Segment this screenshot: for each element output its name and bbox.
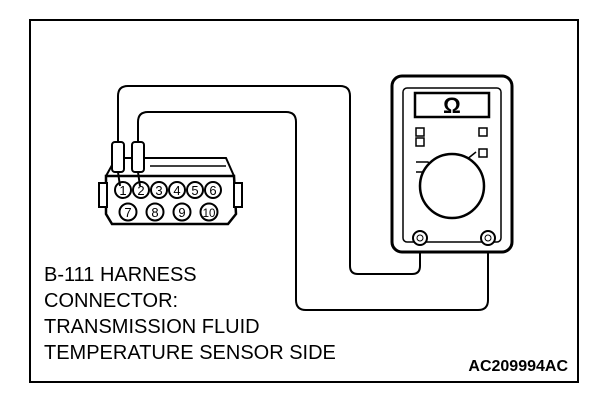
pin-cavity-5 — [186, 181, 204, 199]
diagram-frame — [29, 19, 579, 383]
ohm-symbol: Ω — [443, 93, 461, 118]
figure-id: AC209994AC — [468, 358, 568, 375]
pin-cavity-7 — [118, 202, 138, 222]
probe-tip-2 — [137, 171, 141, 187]
pin-label-10: 10 — [203, 208, 216, 220]
pin-label-9: 9 — [178, 205, 185, 220]
pin-label-4: 4 — [173, 183, 180, 198]
pin-cavity-2 — [132, 181, 150, 199]
pin-cavity-10 — [199, 202, 219, 222]
probe-handle-2 — [131, 141, 145, 173]
probe-tip-1 — [117, 171, 121, 187]
caption-line-4: TEMPERATURE SENSOR SIDE — [44, 342, 336, 364]
indicator-left-top — [415, 127, 425, 137]
ohmmeter-display — [413, 91, 491, 119]
caption-line-2: CONNECTOR: — [44, 290, 179, 312]
probe-wire-pin-1 — [117, 85, 421, 275]
jack-left — [412, 230, 428, 246]
latch-left — [98, 182, 108, 208]
ohmmeter-inner-panel — [402, 87, 502, 243]
pin-label-5: 5 — [191, 183, 198, 198]
pin-label-3: 3 — [155, 183, 162, 198]
jack-right — [480, 230, 496, 246]
caption-line-3: TRANSMISSION FLUID — [44, 316, 260, 338]
indicator-right-bottom — [478, 148, 488, 158]
pin-cavity-3 — [150, 181, 168, 199]
jack-left-core — [416, 234, 424, 242]
test-probe-pin-1 — [111, 141, 125, 187]
test-probe-pin-2 — [131, 141, 145, 187]
pin-label-6: 6 — [209, 183, 216, 198]
indicator-right-top — [478, 127, 488, 137]
selector-dial — [418, 152, 486, 220]
indicator-left-bottom — [415, 137, 425, 147]
ohmmeter: Ω — [390, 74, 514, 254]
pin-cavity-4 — [168, 181, 186, 199]
pin-label-7: 7 — [124, 205, 131, 220]
jack-right-core — [484, 234, 492, 242]
connector-caption: B-111 HARNESS CONNECTOR: TRANSMISSION FL… — [44, 262, 336, 366]
probe-handle-1 — [111, 141, 125, 173]
probe-wire-pin-2 — [137, 111, 489, 311]
pin-cavity-8 — [145, 202, 165, 222]
connector-rear-shell — [105, 157, 235, 177]
latch-right — [233, 182, 243, 208]
pin-cavity-6 — [204, 181, 222, 199]
harness-connector: 1 2 3 4 5 6 7 8 9 10 — [98, 157, 243, 226]
pin-label-8: 8 — [151, 205, 158, 220]
pin-label-1: 1 — [119, 183, 126, 198]
pin-label-2: 2 — [137, 183, 144, 198]
caption-line-1: B-111 HARNESS — [44, 264, 197, 286]
pin-cavity-9 — [172, 202, 192, 222]
